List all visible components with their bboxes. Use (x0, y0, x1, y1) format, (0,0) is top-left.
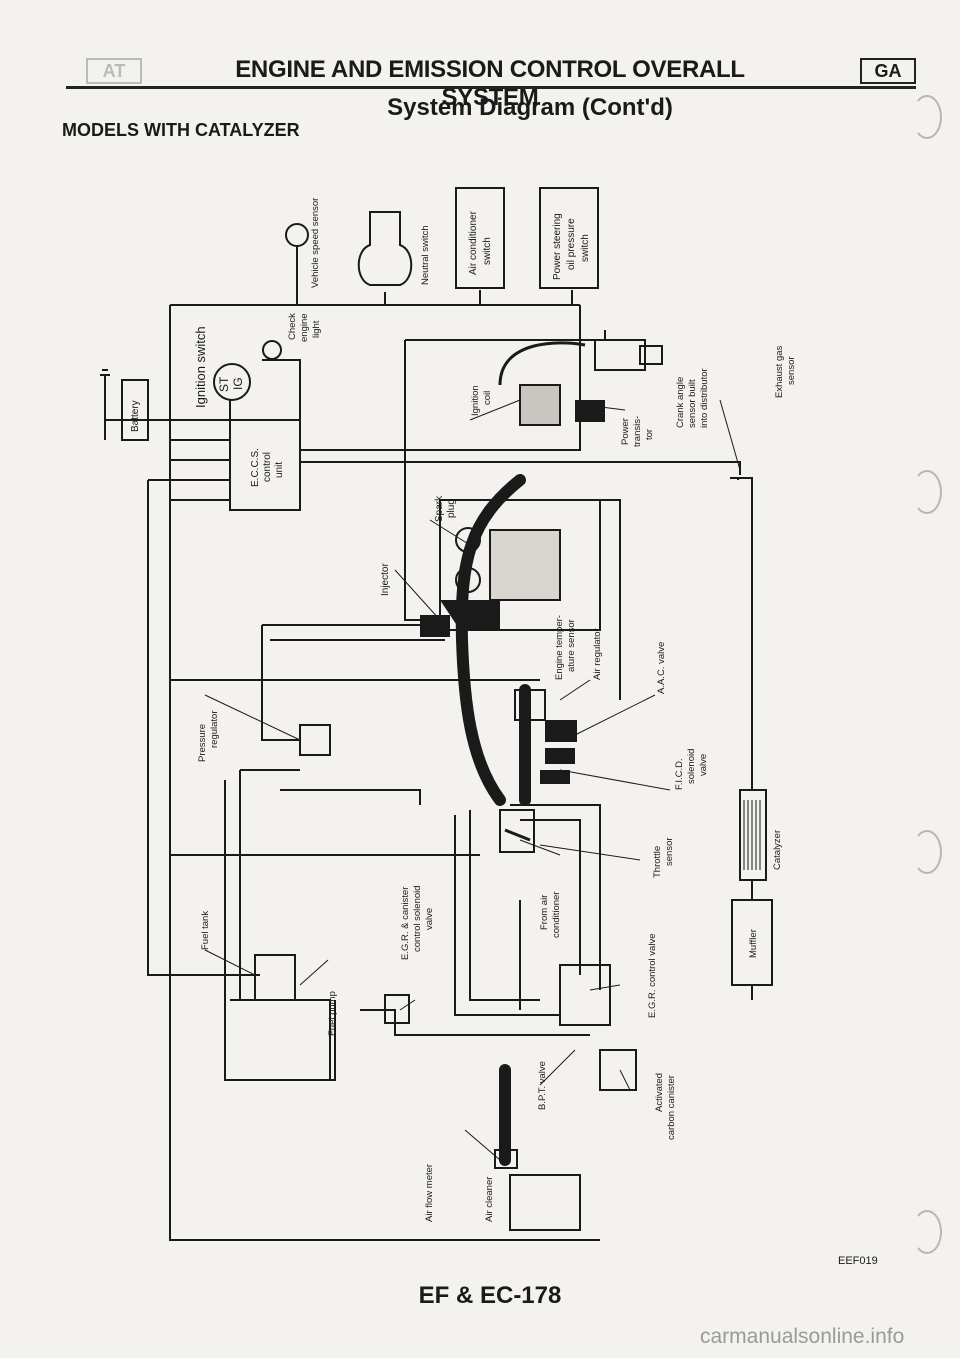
label-air-regulator: Air regulator (592, 628, 603, 680)
page-number: EF & EC-178 (418, 1282, 562, 1309)
section-badge-ga: GA (860, 58, 916, 84)
section-title: MODELS WITH CATALYZER (62, 120, 300, 140)
label-crank-angle-2: sensor built (687, 379, 698, 428)
label-ac-switch-2: switch (482, 237, 493, 265)
label-battery: Battery (130, 400, 141, 432)
ps-switch-box (539, 187, 599, 289)
label-eccs-3: unit (274, 462, 285, 478)
page-title: ENGINE AND EMISSION CONTROL OVERALL SYST… (235, 56, 745, 111)
vehicle-speed-sensor-symbol (285, 223, 309, 247)
label-check-2: engine (299, 313, 310, 342)
catalyzer-symbol (739, 789, 767, 881)
label-injector: Injector (380, 563, 391, 596)
label-st: ST (217, 376, 231, 392)
label-neutral-switch: Neutral switch (420, 225, 431, 285)
page-subtitle: System Diagram (Cont'd) (387, 94, 673, 121)
label-egr-control-valve: E.G.R. control valve (647, 934, 658, 1018)
label-eccs-1: E.C.C.S. (250, 448, 261, 487)
binder-hole (912, 1210, 942, 1254)
label-exhaust-gas-1: Exhaust gas (774, 345, 785, 398)
label-crank-angle-1: Crank angle (675, 377, 686, 428)
label-crank-angle-3: into distributor (699, 368, 710, 428)
label-fuel-tank: Fuel tank (200, 911, 211, 950)
label-aac-valve: A.A.C. valve (656, 642, 667, 694)
label-ignition-switch: Ignition switch (193, 326, 208, 408)
binder-hole (912, 95, 942, 139)
label-pressure-regulator-2: regulator (209, 711, 220, 749)
label-canister-1: Activated (654, 1073, 665, 1112)
ac-switch-box (455, 187, 505, 289)
muffler-symbol (731, 899, 773, 986)
label-vehicle-speed-sensor: Vehicle speed sensor (310, 198, 321, 288)
binder-hole (912, 470, 942, 514)
wiring-lines (105, 280, 753, 1241)
pressure-regulator-symbol (299, 724, 331, 756)
label-egr-solenoid-3: valve (424, 908, 435, 930)
label-spark-plug-2: plug (446, 499, 457, 518)
binder-hole (912, 830, 942, 874)
label-catalyzer: Catalyzer (772, 830, 783, 870)
label-engine-temp-1: Engine temper- (554, 615, 565, 680)
air-cleaner-symbol (509, 1174, 581, 1231)
egr-solenoid-symbol (384, 994, 410, 1024)
label-ac-switch-1: Air conditioner (468, 210, 479, 275)
label-ignition-coil-2: coil (482, 391, 493, 405)
canister-symbol (599, 1049, 637, 1091)
neutral-switch-symbol (357, 211, 413, 286)
label-pressure-regulator-1: Pressure (197, 724, 208, 762)
label-fuel-pump: Fuel pump (327, 991, 338, 1036)
label-ps-switch-1: Power steering (552, 213, 563, 280)
label-ficd-1: F.I.C.D. (674, 758, 685, 790)
header-rule (66, 86, 916, 89)
label-egr-solenoid-1: E.G.R. & canister (400, 887, 411, 960)
label-power-transistor-2: transis- (632, 416, 643, 447)
label-throttle-sensor-2: sensor (664, 837, 675, 866)
ignition-switch-symbol (213, 363, 251, 401)
label-check-3: light (311, 320, 322, 338)
label-exhaust-gas-2: sensor (786, 356, 797, 385)
label-from-ac-1: From air (539, 895, 550, 930)
figure-code: EEF019 (838, 1255, 878, 1267)
ignition-assembly (498, 339, 663, 426)
label-check-1: Check (287, 313, 298, 340)
label-power-transistor-1: Power (620, 418, 631, 445)
label-air-flow-meter: Air flow meter (424, 1164, 435, 1222)
label-canister-2: carbon canister (666, 1075, 677, 1140)
egr-control-valve-symbol (559, 964, 611, 1026)
label-eccs-2: control (262, 452, 273, 482)
battery-box (121, 379, 149, 441)
throttle-body-cluster (499, 689, 577, 853)
label-ficd-3: valve (698, 754, 709, 776)
label-air-cleaner: Air cleaner (484, 1177, 495, 1222)
eccs-box (229, 419, 301, 511)
label-throttle-sensor-1: Throttle (652, 846, 663, 878)
label-ps-switch-3: switch (580, 234, 591, 262)
air-flow-meter-symbol (494, 1149, 518, 1169)
label-bpt-valve: B.P.T. valve (537, 1061, 548, 1110)
check-engine-lamp (262, 340, 282, 360)
label-engine-temp-2: ature sensor (566, 619, 577, 672)
label-ig: IG (231, 377, 245, 390)
label-ignition-coil-1: Ignition (470, 385, 481, 416)
fuel-pump-symbol (254, 954, 296, 1001)
label-ficd-2: solenoid (686, 749, 697, 784)
label-power-transistor-3: tor (644, 429, 655, 440)
section-badge-at: AT (86, 58, 142, 84)
label-spark-plug-1: Spark (434, 495, 445, 522)
intake-duct (455, 474, 531, 1166)
label-ps-switch-2: oil pressure (566, 218, 577, 270)
engine-assembly (420, 499, 621, 700)
label-muffler: Muffler (748, 929, 759, 958)
label-from-ac-2: conditioner (551, 892, 562, 938)
label-egr-solenoid-2: control solenoid (412, 885, 423, 952)
watermark: carmanualsonline.info (700, 1325, 905, 1348)
